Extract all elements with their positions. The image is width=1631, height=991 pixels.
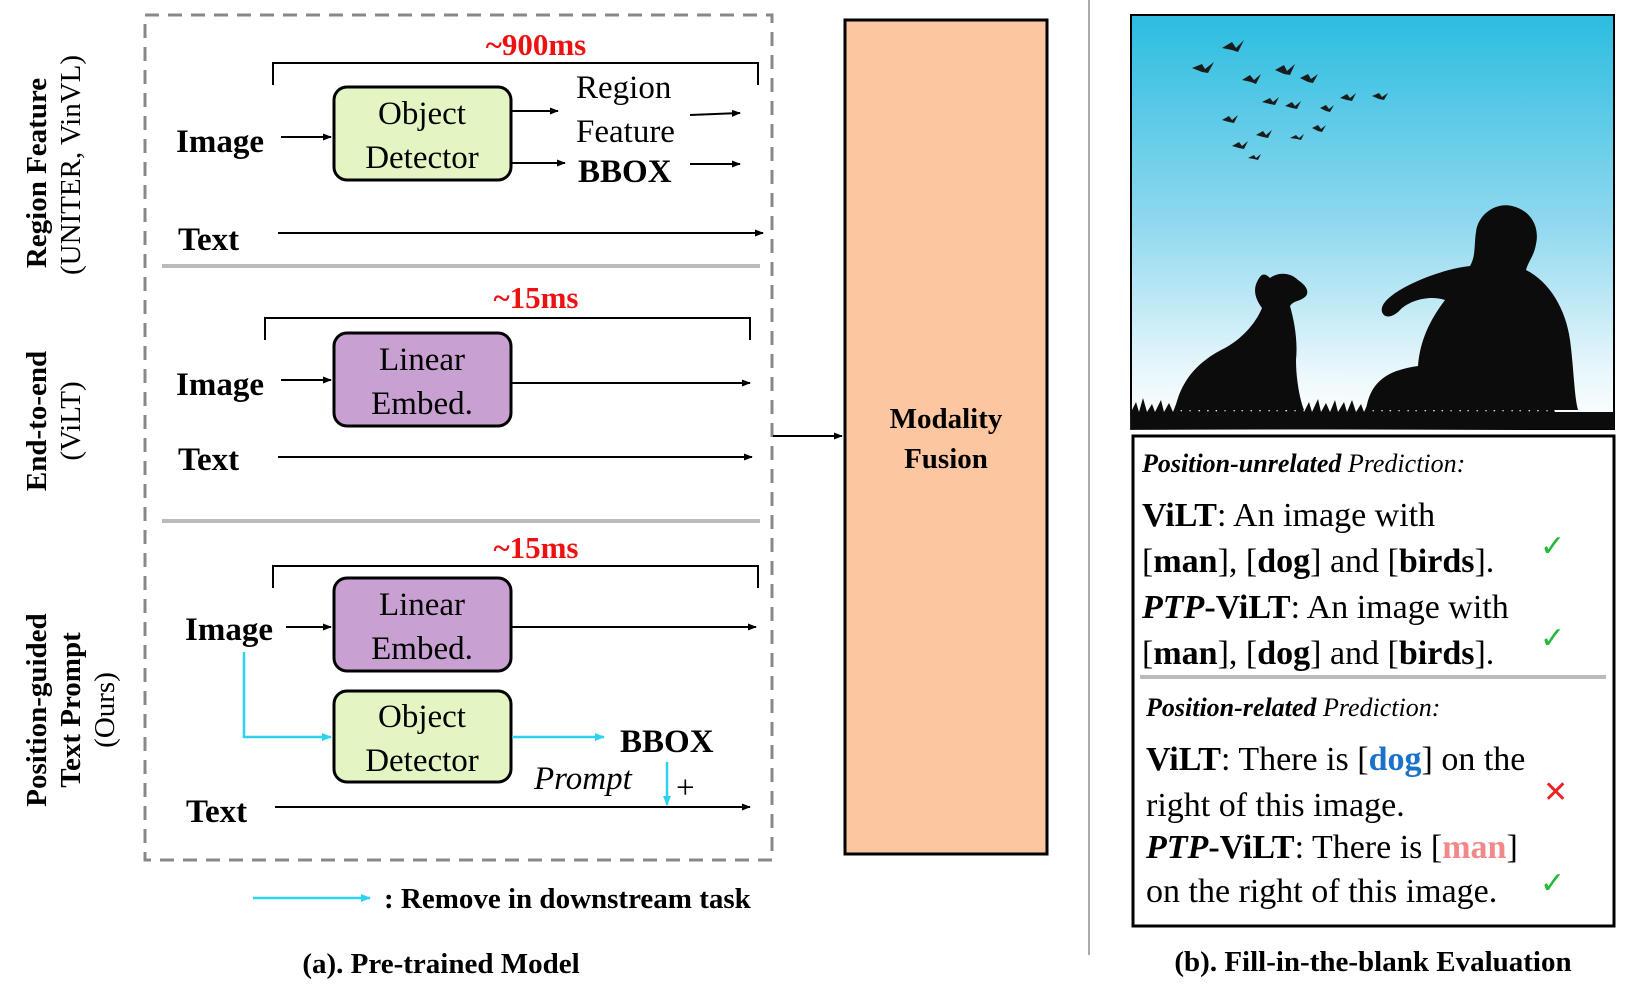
timing-label: ~15ms	[493, 530, 578, 565]
unrelated-ptp-line1: PTP-ViLT: An image with	[1141, 589, 1509, 626]
timing-label: ~900ms	[486, 27, 587, 62]
related-ptp-line1: PTP-ViLT: There is [man]	[1145, 829, 1518, 866]
related-vilt-line2: right of this image.	[1146, 787, 1405, 824]
timing-bracket	[272, 565, 759, 588]
region-feature-output: Feature	[576, 114, 675, 150]
legend: : Remove in downstream task	[253, 883, 752, 915]
grass	[1131, 398, 1614, 429]
text-input-label: Text	[178, 222, 239, 258]
section-subtitle: (Ours)	[89, 672, 121, 748]
object-detector-box	[332, 689, 513, 784]
text-input-label: Text	[178, 442, 239, 478]
prediction-box	[1131, 434, 1616, 928]
panel-caption: (a). Pre-trained Model	[302, 948, 579, 980]
box-label: Detector	[365, 140, 479, 176]
box-label: Linear	[379, 587, 465, 623]
bbox-output: BBOX	[620, 724, 714, 760]
box-label: Object	[378, 96, 466, 132]
plus-sign: +	[676, 770, 695, 806]
cyan-branch-arrow	[242, 652, 332, 741]
birds-icon	[1192, 40, 1388, 160]
bbox-output: BBOX	[578, 154, 672, 190]
linear-embed-box	[332, 576, 513, 673]
unrelated-vilt-line1: ViLT: An image with	[1142, 497, 1435, 534]
image-input-label: Image	[185, 612, 273, 648]
related-vilt-line1: ViLT: There is [dog] on the	[1146, 741, 1525, 778]
section-title: Position-guided	[21, 613, 53, 806]
arrow	[689, 109, 741, 117]
check-icon: ✓	[1540, 867, 1565, 900]
text-input-label: Text	[186, 794, 247, 830]
section-title: Text Prompt	[55, 632, 87, 788]
cross-icon: ✕	[1543, 776, 1568, 809]
pretrained-model-panel: Region Feature (UNITER, VinVL) ~900ms Im…	[21, 13, 1049, 980]
check-icon: ✓	[1540, 622, 1565, 655]
box-label: Embed.	[371, 386, 473, 422]
related-ptp-line2: on the right of this image.	[1146, 873, 1497, 910]
region-feature-output: Region	[576, 70, 671, 106]
man-silhouette	[1366, 205, 1578, 410]
section-end-to-end: End-to-end (ViLT) ~15ms Image Linear Emb…	[21, 280, 753, 491]
fill-in-the-blank-panel: Position-unrelated Prediction: ViLT: An …	[1090, 14, 1616, 978]
section-title: End-to-end	[21, 351, 53, 491]
related-heading: Position-related Prediction:	[1145, 693, 1440, 722]
dog-silhouette	[1175, 273, 1308, 410]
box-label: Object	[378, 699, 466, 735]
fusion-label: Fusion	[904, 443, 988, 475]
unrelated-heading: Position-unrelated Prediction:	[1141, 449, 1465, 478]
box-label: Detector	[365, 743, 479, 779]
linear-embed-box	[332, 331, 513, 428]
section-position-guided-text-prompt: Position-guided Text Prompt (Ours) ~15ms…	[21, 530, 759, 830]
fusion-label: Modality	[890, 403, 1003, 435]
section-region-feature: Region Feature (UNITER, VinVL) ~900ms Im…	[21, 27, 764, 275]
image-input-label: Image	[176, 367, 264, 403]
object-detector-box	[332, 85, 513, 182]
section-subtitle: (UNITER, VinVL)	[55, 55, 87, 275]
timing-bracket	[264, 317, 751, 340]
image-input-label: Image	[176, 124, 264, 160]
timing-bracket	[272, 62, 759, 85]
section-subtitle: (ViLT)	[55, 381, 87, 460]
panel-caption: (b). Fill-in-the-blank Evaluation	[1174, 946, 1571, 978]
box-label: Linear	[379, 342, 465, 378]
box-label: Embed.	[371, 631, 473, 667]
modality-fusion-box	[843, 18, 1049, 856]
legend-label: : Remove in downstream task	[384, 883, 752, 915]
prompt-label: Prompt	[533, 761, 633, 797]
unrelated-ptp-line2: [man], [dog] and [birds].	[1142, 635, 1494, 672]
unrelated-vilt-line2: [man], [dog] and [birds].	[1142, 543, 1494, 580]
timing-label: ~15ms	[493, 280, 578, 315]
section-title: Region Feature	[21, 78, 53, 268]
check-icon: ✓	[1540, 530, 1565, 563]
dog-and-man-silhouette-image	[1090, 14, 1615, 505]
